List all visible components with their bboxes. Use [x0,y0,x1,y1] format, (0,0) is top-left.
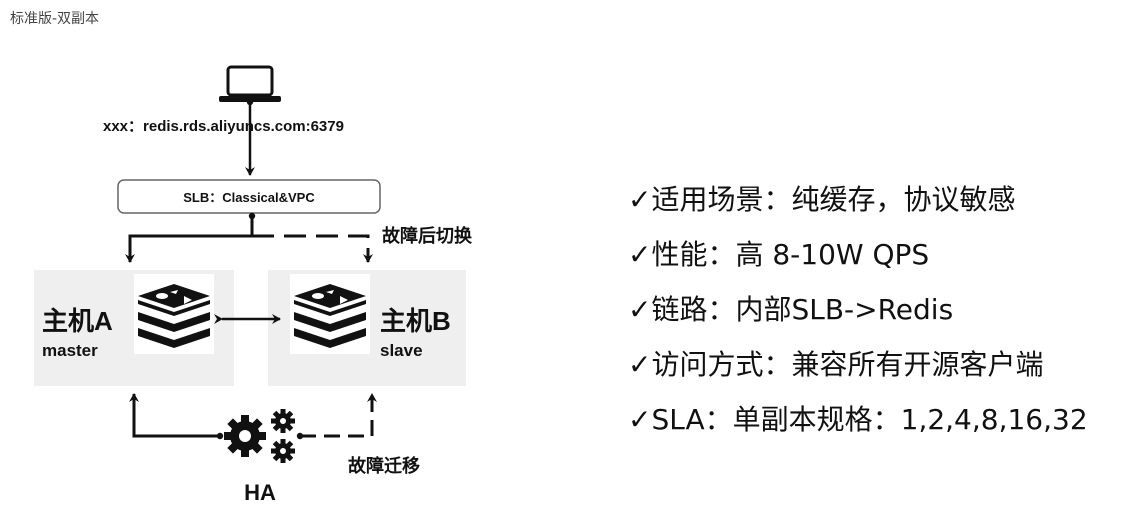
ha-to-master-arrow [129,393,224,440]
master-role: master [42,341,98,360]
feature-item-scenario: ✓适用场景：纯缓存，协议敏感 [628,183,1016,216]
redis-logo-icon [294,284,366,348]
ha-to-slave-dashed-arrow [296,393,377,440]
master-title: 主机A [42,306,113,336]
slb-label: SLB：Classical&VPC [183,190,315,205]
feature-item-performance: ✓性能：高 8-10W QPS [628,238,930,271]
slb-to-master-arrow [125,212,256,263]
page-title: 标准版-双副本 [10,11,100,27]
feature-item-access: ✓访问方式：兼容所有开源客户端 [628,348,1044,381]
failover-switch-label: 故障后切换 [382,225,473,246]
architecture-diagram: xxx：redis.rds.aliyuncs.com:6379 SLB：Clas… [34,65,473,505]
failover-migrate-label: 故障迁移 [348,455,420,476]
feature-item-sla: ✓SLA：单副本规格：1,2,4,8,16,32 [628,403,1088,436]
endpoint-label: xxx：redis.rds.aliyuncs.com:6379 [103,118,344,135]
slb-to-slave-dashed-arrow [252,234,373,263]
ha-label: HA [244,480,276,505]
slave-title: 主机B [380,306,451,336]
feature-list: ✓适用场景：纯缓存，协议敏感 ✓性能：高 8-10W QPS ✓链路：内部SLB… [628,172,1088,447]
redis-logo-icon [138,284,210,348]
feature-item-link: ✓链路：内部SLB->Redis [628,293,954,326]
gears-icon [224,409,295,463]
laptop-icon [219,65,281,102]
slave-role: slave [380,341,423,360]
